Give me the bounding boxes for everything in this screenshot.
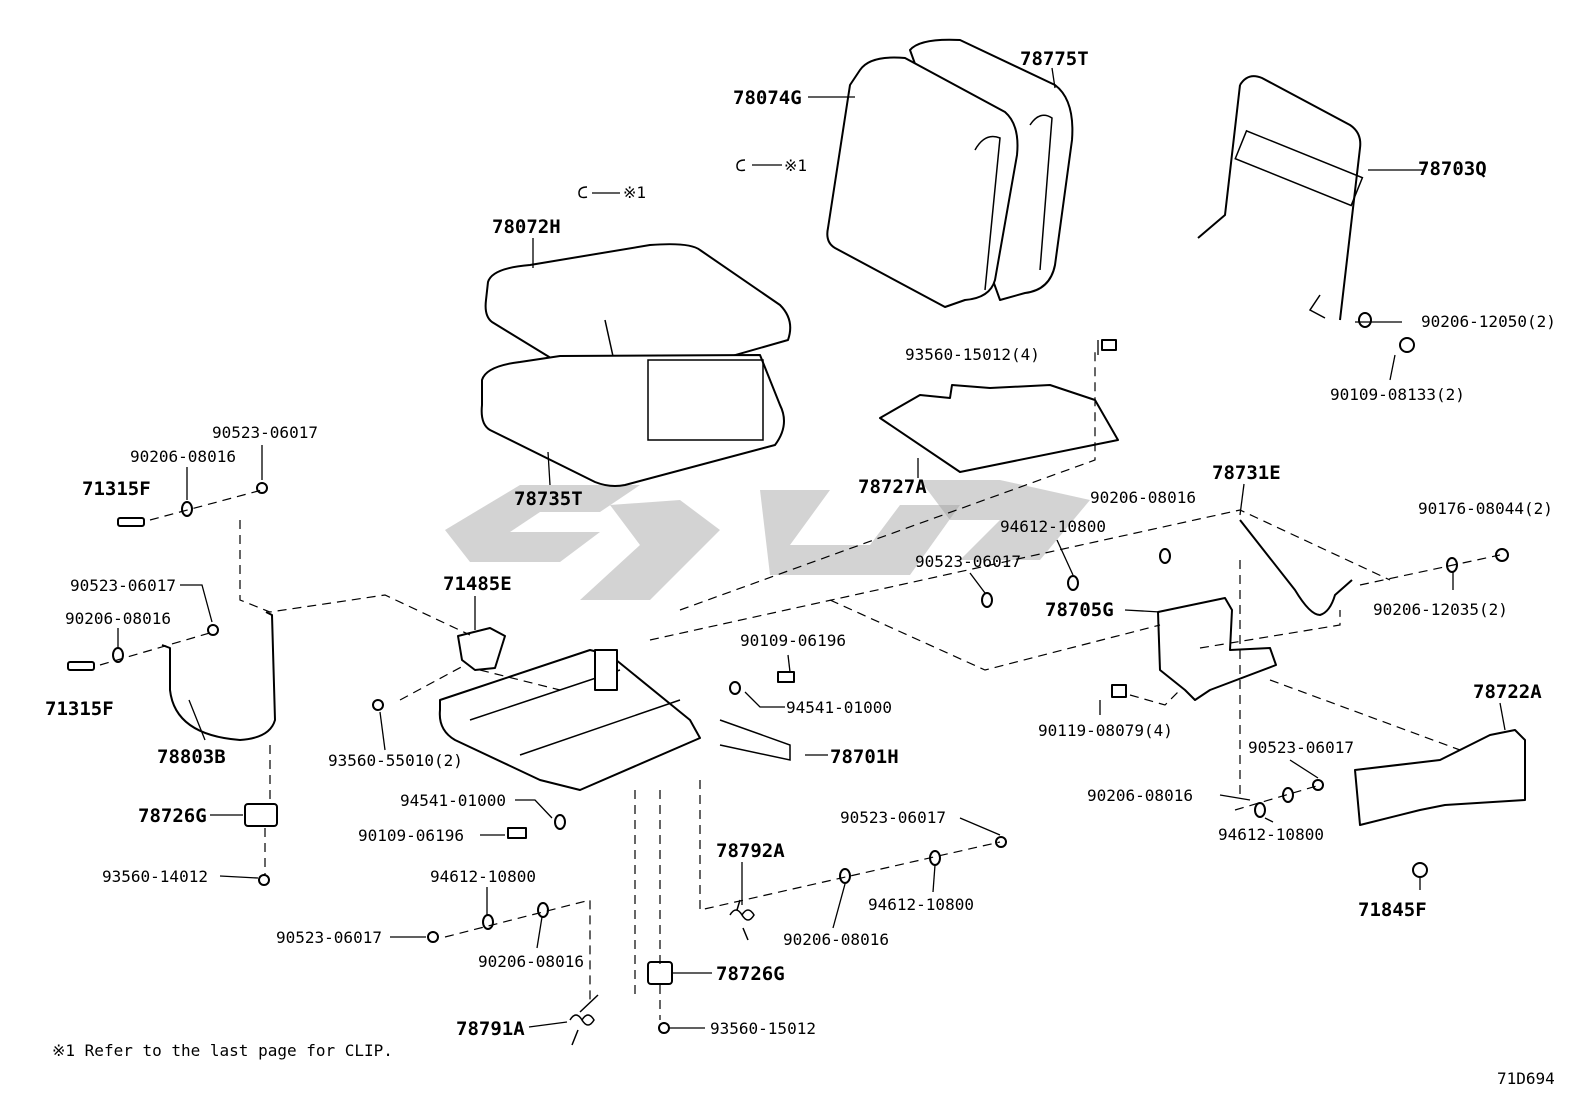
part-labels: 78775T 78074G ※1 ※1 78703Q 78072H 90206-… [45, 48, 1556, 1088]
label-90523-06017: 90523-06017 [1248, 738, 1354, 757]
label-78703Q: 78703Q [1418, 158, 1487, 180]
leader-lines [117, 67, 1506, 1029]
label-90176-08044: 90176-08044(2) [1418, 499, 1553, 518]
label-90523-06017: 90523-06017 [915, 552, 1021, 571]
label-90523-06017: 90523-06017 [212, 423, 318, 442]
label-93560-15012-4: 93560-15012(4) [905, 345, 1040, 364]
label-71315F: 71315F [45, 698, 114, 720]
assembly-lines [99, 350, 1501, 1020]
label-90523-06017: 90523-06017 [70, 576, 176, 595]
link-rod [1239, 519, 1353, 616]
label-71485E: 71485E [443, 573, 512, 595]
label-90109-06196: 90109-06196 [358, 826, 464, 845]
watermark-logo [445, 480, 1090, 600]
label-90206-08016: 90206-08016 [1087, 786, 1193, 805]
label-90206-08016: 90206-08016 [1090, 488, 1196, 507]
pad [457, 627, 506, 671]
seat-back-cushion-front [826, 56, 1019, 308]
seat-back-board [879, 384, 1119, 473]
label-71315F: 71315F [82, 478, 151, 500]
label-90523-06017: 90523-06017 [276, 928, 382, 947]
folding-leg [161, 611, 276, 741]
label-clip-ref: ※1 [623, 183, 646, 202]
diagram-code: 71D694 [1497, 1069, 1555, 1088]
label-78803B: 78803B [157, 746, 226, 768]
label-93560-55010: 93560-55010(2) [328, 751, 463, 770]
label-94612-10800: 94612-10800 [1218, 825, 1324, 844]
label-78727A: 78727A [858, 476, 927, 498]
label-90206-08016: 90206-08016 [130, 447, 236, 466]
label-90206-08016: 90206-08016 [783, 930, 889, 949]
label-94541-01000: 94541-01000 [400, 791, 506, 810]
footnote: ※1 Refer to the last page for CLIP. [52, 1041, 393, 1060]
label-94612-10800: 94612-10800 [1000, 517, 1106, 536]
label-78722A: 78722A [1473, 681, 1542, 703]
label-78701H: 78701H [830, 746, 899, 768]
label-clip-ref: ※1 [784, 156, 807, 175]
label-93560-15012: 93560-15012 [710, 1019, 816, 1038]
side-cover [1354, 729, 1526, 826]
label-78735T: 78735T [514, 488, 583, 510]
label-78731E: 78731E [1212, 462, 1281, 484]
label-78792A: 78792A [716, 840, 785, 862]
label-78775T: 78775T [1020, 48, 1089, 70]
clip-icon [578, 159, 782, 199]
label-90206-08016: 90206-08016 [65, 609, 171, 628]
label-93560-14012: 93560-14012 [102, 867, 208, 886]
label-90523-06017: 90523-06017 [840, 808, 946, 827]
seat-cushion [480, 243, 792, 487]
label-90109-06196: 90109-06196 [740, 631, 846, 650]
seat-frame [438, 649, 791, 791]
label-90206-12035: 90206-12035(2) [1373, 600, 1508, 619]
hinge-bracket [1157, 597, 1277, 701]
label-78726G: 78726G [716, 963, 785, 985]
label-90206-12050: 90206-12050(2) [1421, 312, 1556, 331]
label-78705G: 78705G [1045, 599, 1114, 621]
label-78726G: 78726G [138, 805, 207, 827]
spring-icon [569, 899, 755, 1046]
label-90119-08079: 90119-08079(4) [1038, 721, 1173, 740]
label-94612-10800: 94612-10800 [430, 867, 536, 886]
hardware-icons [67, 312, 1509, 1034]
label-78074G: 78074G [733, 87, 802, 109]
label-78072H: 78072H [492, 216, 561, 238]
label-94612-10800: 94612-10800 [868, 895, 974, 914]
label-71845F: 71845F [1358, 899, 1427, 921]
label-78791A: 78791A [456, 1018, 525, 1040]
label-90206-08016: 90206-08016 [478, 952, 584, 971]
label-90109-08133: 90109-08133(2) [1330, 385, 1465, 404]
seat-back-frame [1197, 75, 1364, 321]
label-94541-01000: 94541-01000 [786, 698, 892, 717]
